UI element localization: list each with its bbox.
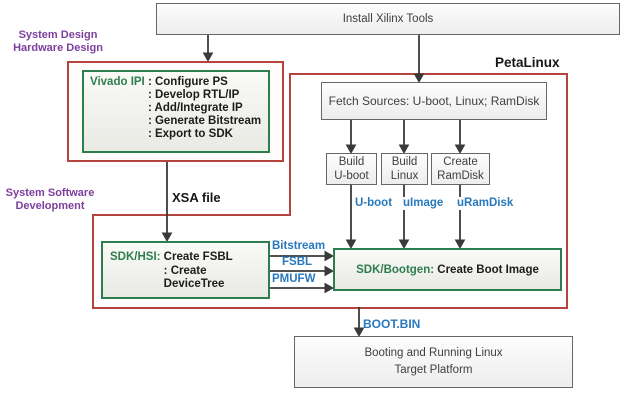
artifact-label-uramdisk: uRamDisk xyxy=(455,197,516,210)
arrow-pmufw xyxy=(270,282,335,294)
vivado-step-3: : Add/Integrate IP xyxy=(147,102,243,114)
arrow-fetch-to-create-ramdisk xyxy=(454,120,466,155)
artifact-label-uboot: U-boot xyxy=(353,197,395,210)
io-label-bitstream: Bitstream xyxy=(272,240,326,252)
io-label-fsbl: FSBL xyxy=(282,256,313,268)
arrow-uboot-to-bootgen xyxy=(345,185,357,250)
build-uboot-line1: Build xyxy=(338,156,365,168)
arrow-fetch-to-build-linux xyxy=(398,120,410,155)
io-label-pmufw: PMUFW xyxy=(272,273,316,285)
bootgen-label: Create Boot Image xyxy=(437,263,539,276)
bootgen-title: SDK/Bootgen: xyxy=(356,263,438,276)
vivado-step-1: : Configure PS xyxy=(147,76,228,88)
bootgen-box: SDK/Bootgen: Create Boot Image xyxy=(333,248,562,291)
label-xsa-file: XSA file xyxy=(172,190,221,205)
vivado-step-2: : Develop RTL/IP xyxy=(147,89,240,101)
arrow-bitstream xyxy=(270,250,335,262)
sdk-hsi-title: SDK/HSI: xyxy=(110,251,164,263)
build-linux-line2: Linux xyxy=(390,170,419,182)
target-platform-line1: Booting and Running Linux xyxy=(364,347,503,359)
fetch-sources-box: Fetch Sources: U-boot, Linux; RamDisk xyxy=(321,82,547,120)
vivado-step-5: : Export to SDK xyxy=(147,128,233,140)
label-boot-bin: BOOT.BIN xyxy=(363,317,421,331)
vivado-step-4: : Generate Bitstream xyxy=(147,115,262,127)
sdk-hsi-step-2: : Create DeviceTree xyxy=(163,264,225,291)
petalinux-region-outline xyxy=(92,73,568,309)
create-ramdisk-line2: RamDisk xyxy=(437,170,484,182)
sdk-hsi-box: SDK/HSI: Create FSBL : Create DeviceTree xyxy=(101,241,270,299)
arrow-bootbin-to-target xyxy=(353,307,365,338)
arrow-xsa-vivado-to-sdkhsi xyxy=(161,162,173,243)
caption-system-design-line1: System Design xyxy=(18,29,98,41)
vivado-box: Vivado IPI : Configure PS : Develop RTL/… xyxy=(82,70,270,153)
arrow-install-to-vivado xyxy=(202,35,214,63)
install-xilinx-tools-box: Install Xilinx Tools xyxy=(156,3,620,35)
caption-system-software-line1: System Software xyxy=(5,187,95,199)
build-uboot-line2: U-boot xyxy=(334,170,369,182)
arrow-fsbl xyxy=(270,265,335,277)
vivado-title: Vivado IPI xyxy=(90,76,148,88)
caption-system-software: System Software Development xyxy=(0,187,100,213)
sdk-hsi-step-1: Create FSBL xyxy=(163,251,233,263)
target-platform-box: Booting and Running Linux Target Platfor… xyxy=(294,336,573,388)
caption-system-design-line2: Hardware Design xyxy=(13,42,103,54)
target-platform-line2: Target Platform xyxy=(394,364,473,376)
caption-system-design: System Design Hardware Design xyxy=(2,29,114,55)
caption-system-software-line2: Development xyxy=(15,200,85,212)
arrow-fetch-to-build-uboot xyxy=(345,120,357,155)
create-ramdisk-box: Create RamDisk xyxy=(431,153,490,185)
create-ramdisk-line1: Create xyxy=(443,156,478,168)
arrow-install-to-fetch xyxy=(413,35,425,84)
build-linux-box: Build Linux xyxy=(381,153,428,185)
caption-petalinux: PetaLinux xyxy=(495,55,560,70)
artifact-label-uimage: uImage xyxy=(401,197,446,210)
build-uboot-box: Build U-boot xyxy=(326,153,377,185)
fetch-sources-label: Fetch Sources: U-boot, Linux; RamDisk xyxy=(328,93,540,108)
build-linux-line1: Build xyxy=(391,156,418,168)
arrow-ramdisk-to-bootgen xyxy=(454,185,466,250)
install-xilinx-tools-label: Install Xilinx Tools xyxy=(342,12,434,25)
arrow-linux-to-bootgen xyxy=(398,185,410,250)
